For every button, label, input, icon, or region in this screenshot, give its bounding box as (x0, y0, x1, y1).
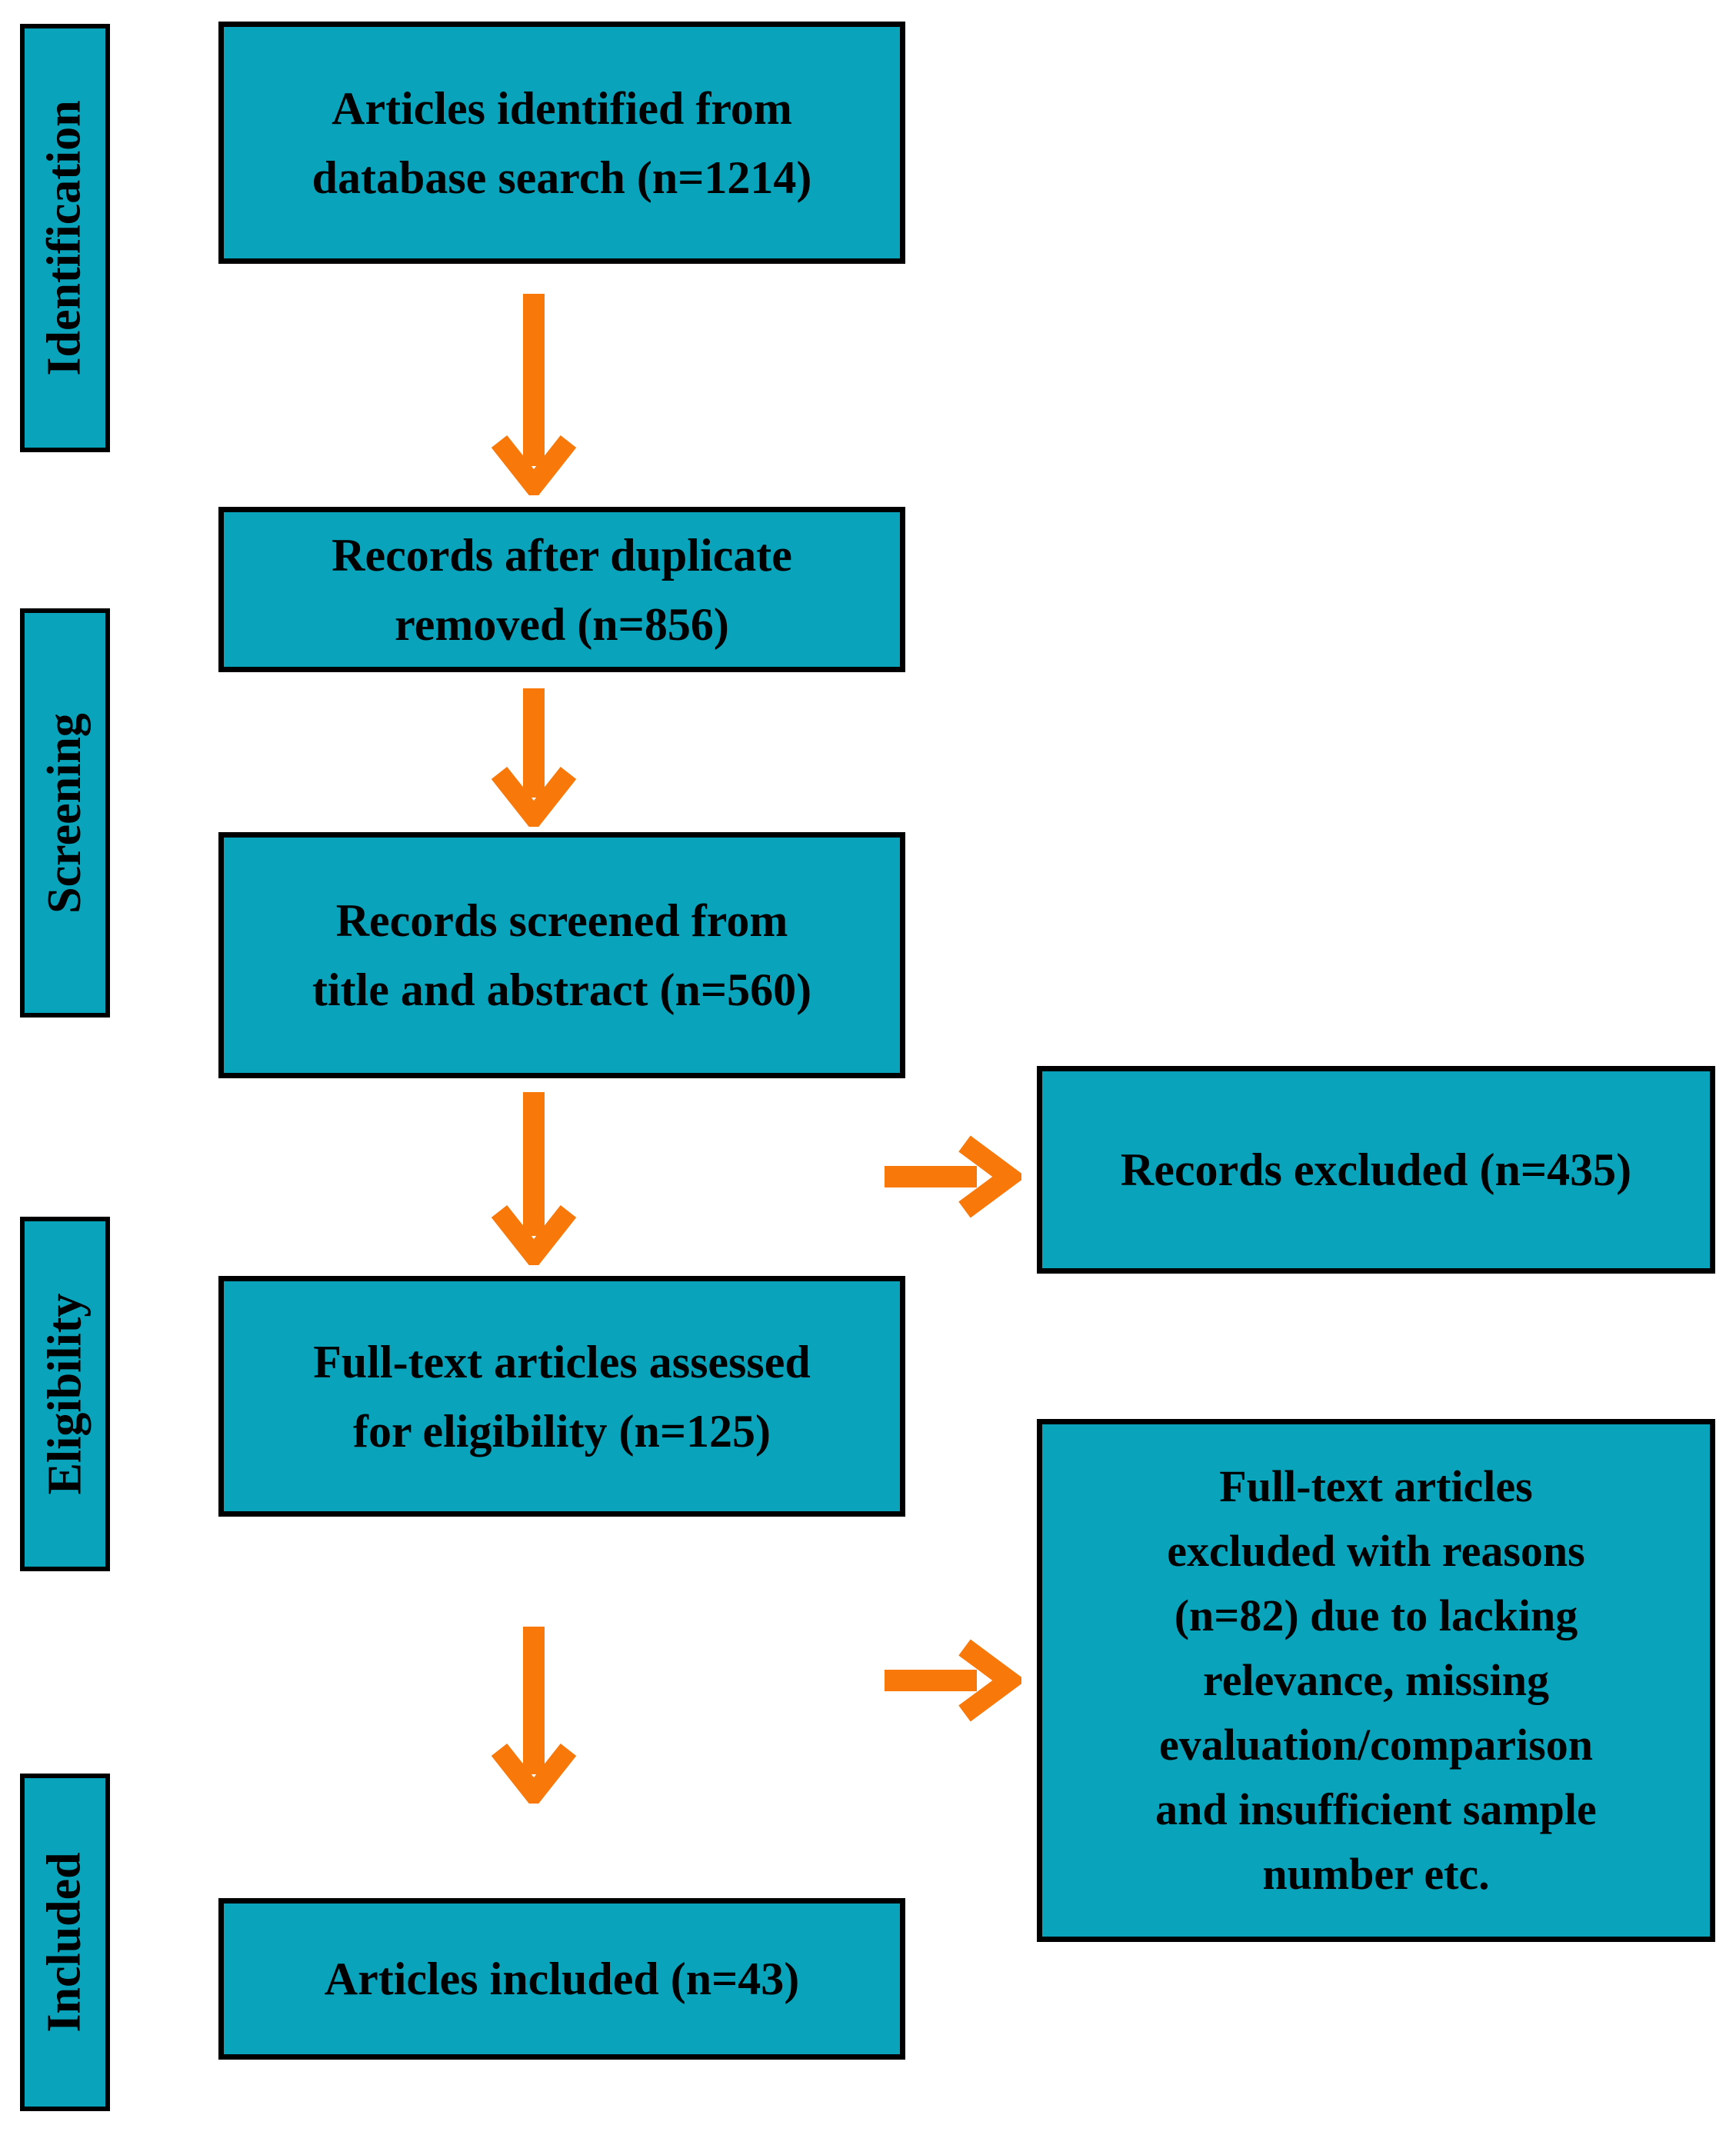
arrow-right-icon-1 (885, 1135, 1021, 1218)
arrow-down-icon-3 (491, 1092, 577, 1265)
flow-box-included-text: Articles included (n=43) (324, 1953, 800, 2004)
stage-label-eligibility: Eligibility (20, 1217, 110, 1571)
arrow-down-icon-2 (491, 688, 577, 827)
stage-label-screening: Screening (20, 608, 110, 1018)
exclusion-box-fulltext-excluded-text: Full-text articles excluded with reasons… (1155, 1461, 1597, 1900)
stage-label-identification-text: Identification (38, 100, 92, 376)
flow-box-included: Articles included (n=43) (218, 1898, 905, 2060)
stage-label-included: Included (20, 1774, 110, 2111)
flow-box-duplicates-removed: Records after duplicate removed (n=856) (218, 507, 905, 672)
stage-label-eligibility-text: Eligibility (38, 1293, 91, 1495)
flow-box-identified-text: Articles identified from database search… (312, 82, 812, 203)
flow-box-fulltext-assessed-text: Full-text articles assessed for eligibil… (313, 1336, 811, 1457)
flow-box-duplicates-removed-text: Records after duplicate removed (n=856) (332, 529, 792, 650)
exclusion-box-records-excluded-text: Records excluded (n=435) (1120, 1144, 1632, 1195)
flow-box-identified: Articles identified from database search… (218, 22, 905, 264)
exclusion-box-fulltext-excluded: Full-text articles excluded with reasons… (1037, 1419, 1715, 1942)
stage-label-included-text: Included (38, 1852, 92, 2033)
stage-label-screening-text: Screening (38, 712, 91, 914)
arrow-down-icon-1 (491, 294, 577, 495)
arrow-right-icon-2 (885, 1639, 1021, 1722)
stage-label-identification: Identification (20, 24, 110, 452)
flow-box-screened: Records screened from title and abstract… (218, 832, 905, 1078)
flow-box-screened-text: Records screened from title and abstract… (312, 895, 812, 1015)
arrow-down-icon-4 (491, 1627, 577, 1804)
exclusion-box-records-excluded: Records excluded (n=435) (1037, 1066, 1715, 1274)
flow-box-fulltext-assessed: Full-text articles assessed for eligibil… (218, 1276, 905, 1517)
